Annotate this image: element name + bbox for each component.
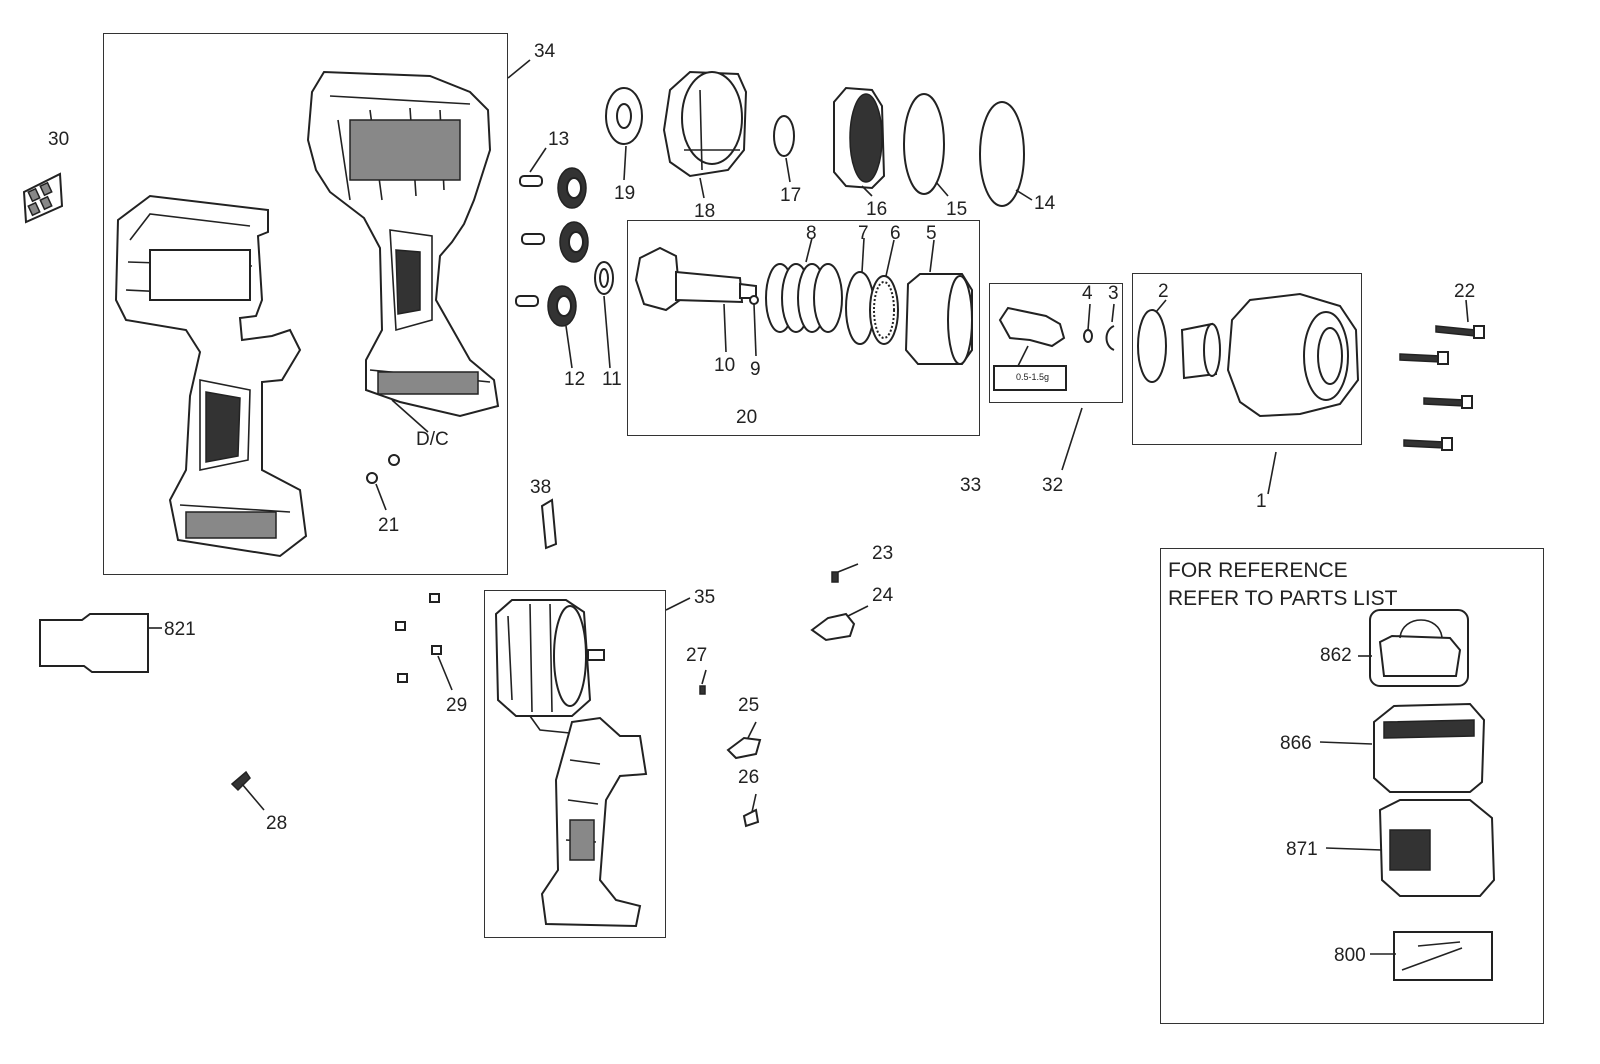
part-9-ball [749, 295, 759, 357]
part-800-manual [1370, 931, 1493, 981]
callout-866: 866 [1280, 733, 1312, 754]
callout-dc: D/C [416, 429, 449, 450]
callout-5: 5 [926, 223, 937, 244]
part-17-o-ring [773, 115, 795, 183]
part-7-washer [845, 237, 875, 345]
callout-19: 19 [614, 183, 636, 204]
callout-30: 30 [48, 129, 70, 150]
part-28-screw [230, 770, 265, 811]
part-bushing [1180, 322, 1221, 380]
part-24-bracket [810, 605, 869, 642]
callout-862: 862 [1320, 645, 1352, 666]
callout-16: 16 [866, 199, 888, 220]
callout-2: 2 [1158, 281, 1169, 302]
callout-14: 14 [1034, 193, 1056, 214]
part-29-nuts [395, 593, 453, 691]
callout-26: 26 [738, 767, 760, 788]
callout-800: 800 [1334, 945, 1366, 966]
callout-4: 4 [1082, 283, 1093, 304]
callout-12: 12 [564, 369, 586, 390]
part-27-pin [699, 669, 707, 695]
part-35-motor-switch-assembly [494, 597, 691, 928]
callout-25: 25 [738, 695, 760, 716]
callout-1: 1 [1256, 491, 1267, 512]
part-26-clip [742, 793, 760, 828]
part-2-ring [1137, 299, 1167, 383]
callout-29: 29 [446, 695, 468, 716]
part-821-sleeve [39, 613, 149, 673]
part-21-screws [366, 454, 400, 511]
grease-amount-label: 0.5-1.5g [1016, 372, 1050, 382]
callout-8: 8 [806, 223, 817, 244]
part-5-hammer [904, 239, 973, 365]
reference-box [1160, 548, 1544, 1024]
part-3-clip [1105, 303, 1115, 351]
part-38-label [540, 498, 558, 550]
callout-27: 27 [686, 645, 708, 666]
hammer-case-group-box [1132, 273, 1362, 445]
part-13-pins [515, 147, 547, 307]
part-862-bag [1358, 609, 1469, 687]
housing-right-half [306, 70, 500, 418]
callout-3: 3 [1108, 283, 1119, 304]
callout-23: 23 [872, 543, 894, 564]
part-8-spring [765, 237, 843, 333]
part-19-washer [605, 87, 643, 181]
part-30-badge [22, 172, 64, 224]
anvil-group-box [989, 283, 1123, 403]
callout-32: 32 [1042, 475, 1064, 496]
callout-13: 13 [548, 129, 570, 150]
part-4-o-ring [1083, 303, 1093, 343]
callout-7: 7 [858, 223, 869, 244]
callout-34: 34 [534, 41, 556, 62]
part-16-bearing-ring [833, 86, 886, 197]
part-866-battery [1319, 702, 1486, 793]
callout-35: 35 [694, 587, 716, 608]
part-10-spindle [634, 246, 757, 353]
callout-6: 6 [890, 223, 901, 244]
callout-28: 28 [266, 813, 288, 834]
part-18-ring-gear [662, 70, 748, 199]
callout-11: 11 [602, 369, 622, 390]
callout-18: 18 [694, 201, 716, 222]
part-23-screw [831, 563, 859, 583]
part-12-planet-gears [547, 167, 589, 369]
part-22-screws [1399, 299, 1485, 451]
callout-17: 17 [780, 185, 802, 206]
callout-33: 33 [960, 475, 982, 496]
callout-22: 22 [1454, 281, 1476, 302]
reference-line-1: FOR REFERENCE [1168, 559, 1348, 582]
housing-group-box [103, 33, 508, 575]
callout-38: 38 [530, 477, 552, 498]
callout-24: 24 [872, 585, 894, 606]
gear-case-group-box [627, 220, 980, 436]
callout-15: 15 [946, 199, 968, 220]
part-6-bearing [869, 239, 899, 345]
callout-10: 10 [714, 355, 736, 376]
housing-left-half [114, 194, 308, 558]
part-25-switch-plate [726, 721, 762, 760]
callout-20: 20 [736, 407, 758, 428]
part-871-charger [1325, 799, 1496, 897]
grease-tag [993, 365, 1067, 391]
reference-line-2: REFER TO PARTS LIST [1168, 587, 1398, 610]
part-1-hammer-case [1226, 292, 1360, 418]
callout-821: 821 [164, 619, 196, 640]
part-anvil [998, 306, 1066, 367]
motor-group-box [484, 590, 666, 938]
callout-21: 21 [378, 515, 400, 536]
part-14-clip [979, 101, 1033, 207]
callout-871: 871 [1286, 839, 1318, 860]
callout-9: 9 [750, 359, 761, 380]
part-15-ring [903, 93, 949, 197]
part-11-washer [594, 261, 614, 369]
